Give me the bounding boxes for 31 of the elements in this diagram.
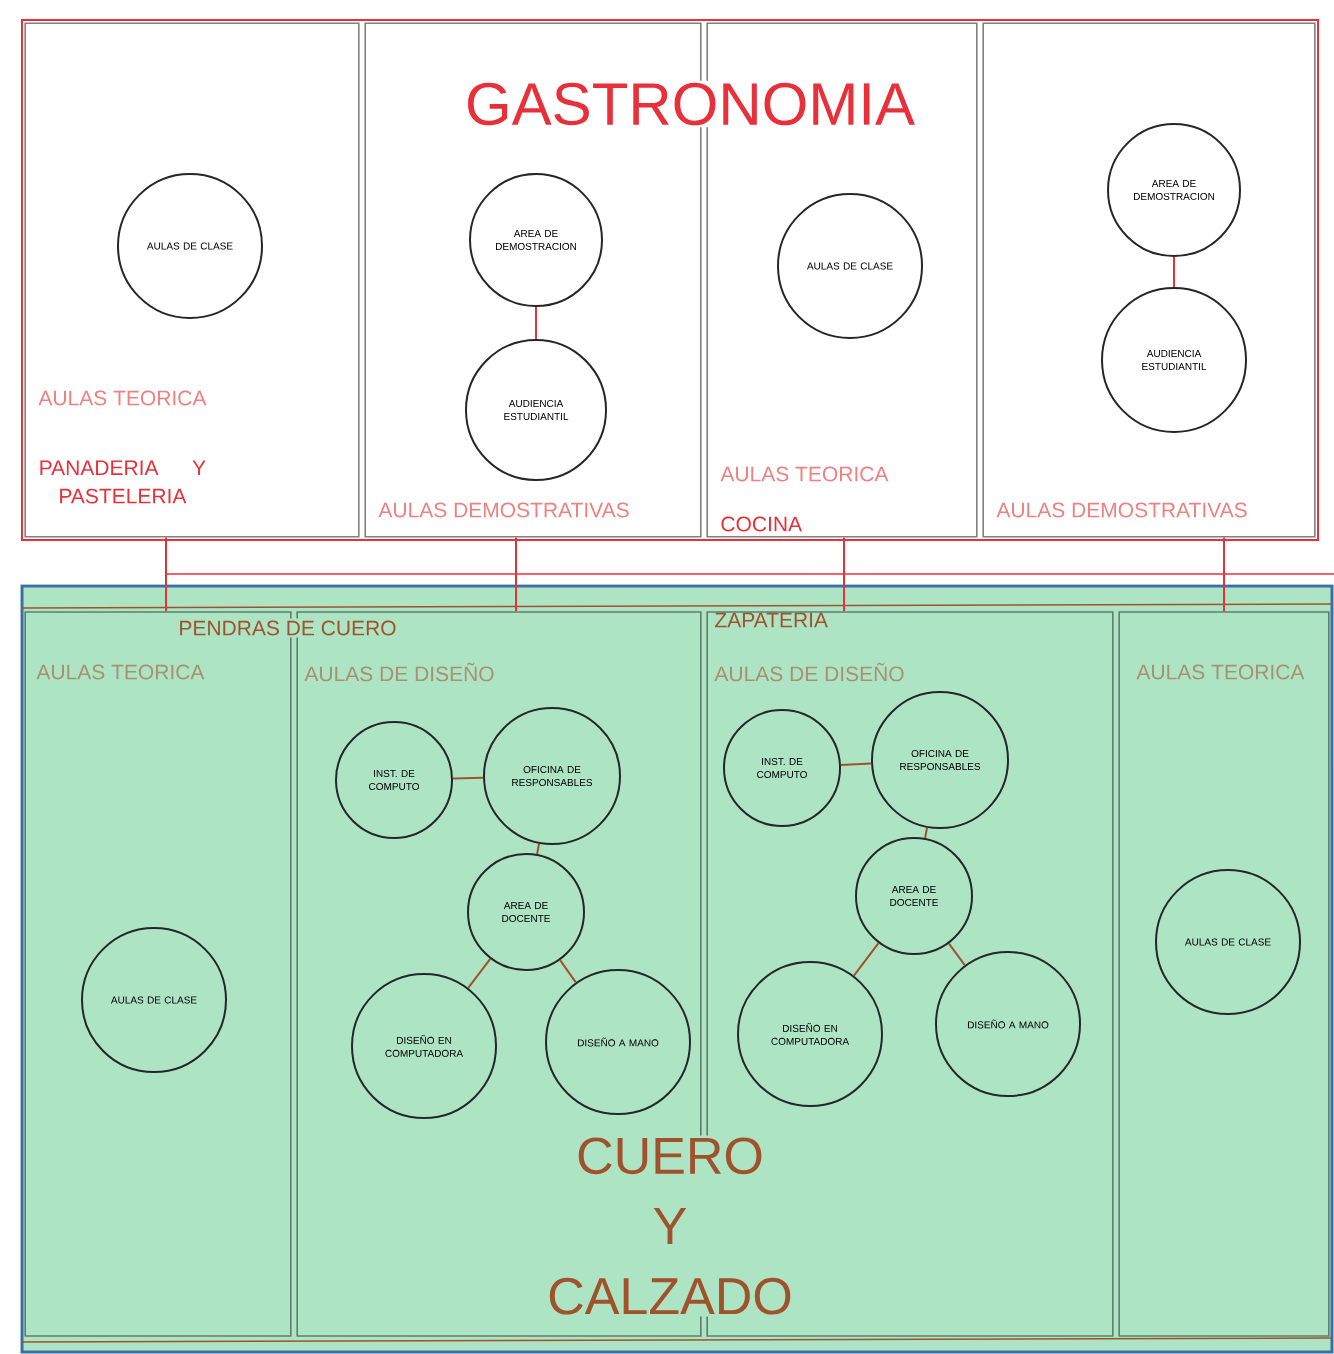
connector-line bbox=[947, 942, 966, 967]
column-heading: AULAS TEORICA bbox=[720, 466, 889, 482]
connector-line bbox=[165, 536, 167, 613]
connector-line bbox=[515, 536, 517, 613]
connector-line bbox=[839, 762, 873, 766]
title: CUERO Y CALZADO bbox=[538, 1135, 802, 1317]
column-heading: AULAS DEMOSTRATIVAS bbox=[378, 502, 629, 518]
connector-line bbox=[852, 942, 880, 977]
department-name: ZAPATERIA bbox=[715, 612, 828, 628]
column-heading: AULAS DE DISEÑO bbox=[304, 662, 494, 682]
column-heading: AULAS DEMOSTRATIVAS bbox=[996, 502, 1247, 518]
connector-line bbox=[165, 573, 1334, 575]
connector-line bbox=[1223, 536, 1225, 613]
connector-line bbox=[452, 776, 485, 780]
title: GASTRONOMIA bbox=[463, 80, 917, 128]
department-name: PANADERIA Y PASTELERIA bbox=[40, 460, 206, 504]
column-heading: AULAS DE DISEÑO bbox=[714, 662, 904, 682]
column-area bbox=[1118, 611, 1330, 1337]
connector-line bbox=[559, 959, 577, 984]
column-heading: AULAS TEORICA bbox=[38, 390, 207, 406]
column-area bbox=[982, 22, 1316, 538]
column-heading: AULAS TEORICA bbox=[1136, 664, 1305, 680]
column-heading: AULAS TEORICA bbox=[36, 664, 205, 680]
connector-line bbox=[924, 826, 929, 840]
department-name: COCINA bbox=[721, 516, 803, 532]
column-area bbox=[24, 22, 360, 538]
connector-line bbox=[536, 842, 541, 856]
connector-line bbox=[535, 306, 537, 340]
connector-line bbox=[467, 957, 492, 989]
connector-line bbox=[843, 536, 845, 613]
connector-line bbox=[1173, 256, 1175, 288]
